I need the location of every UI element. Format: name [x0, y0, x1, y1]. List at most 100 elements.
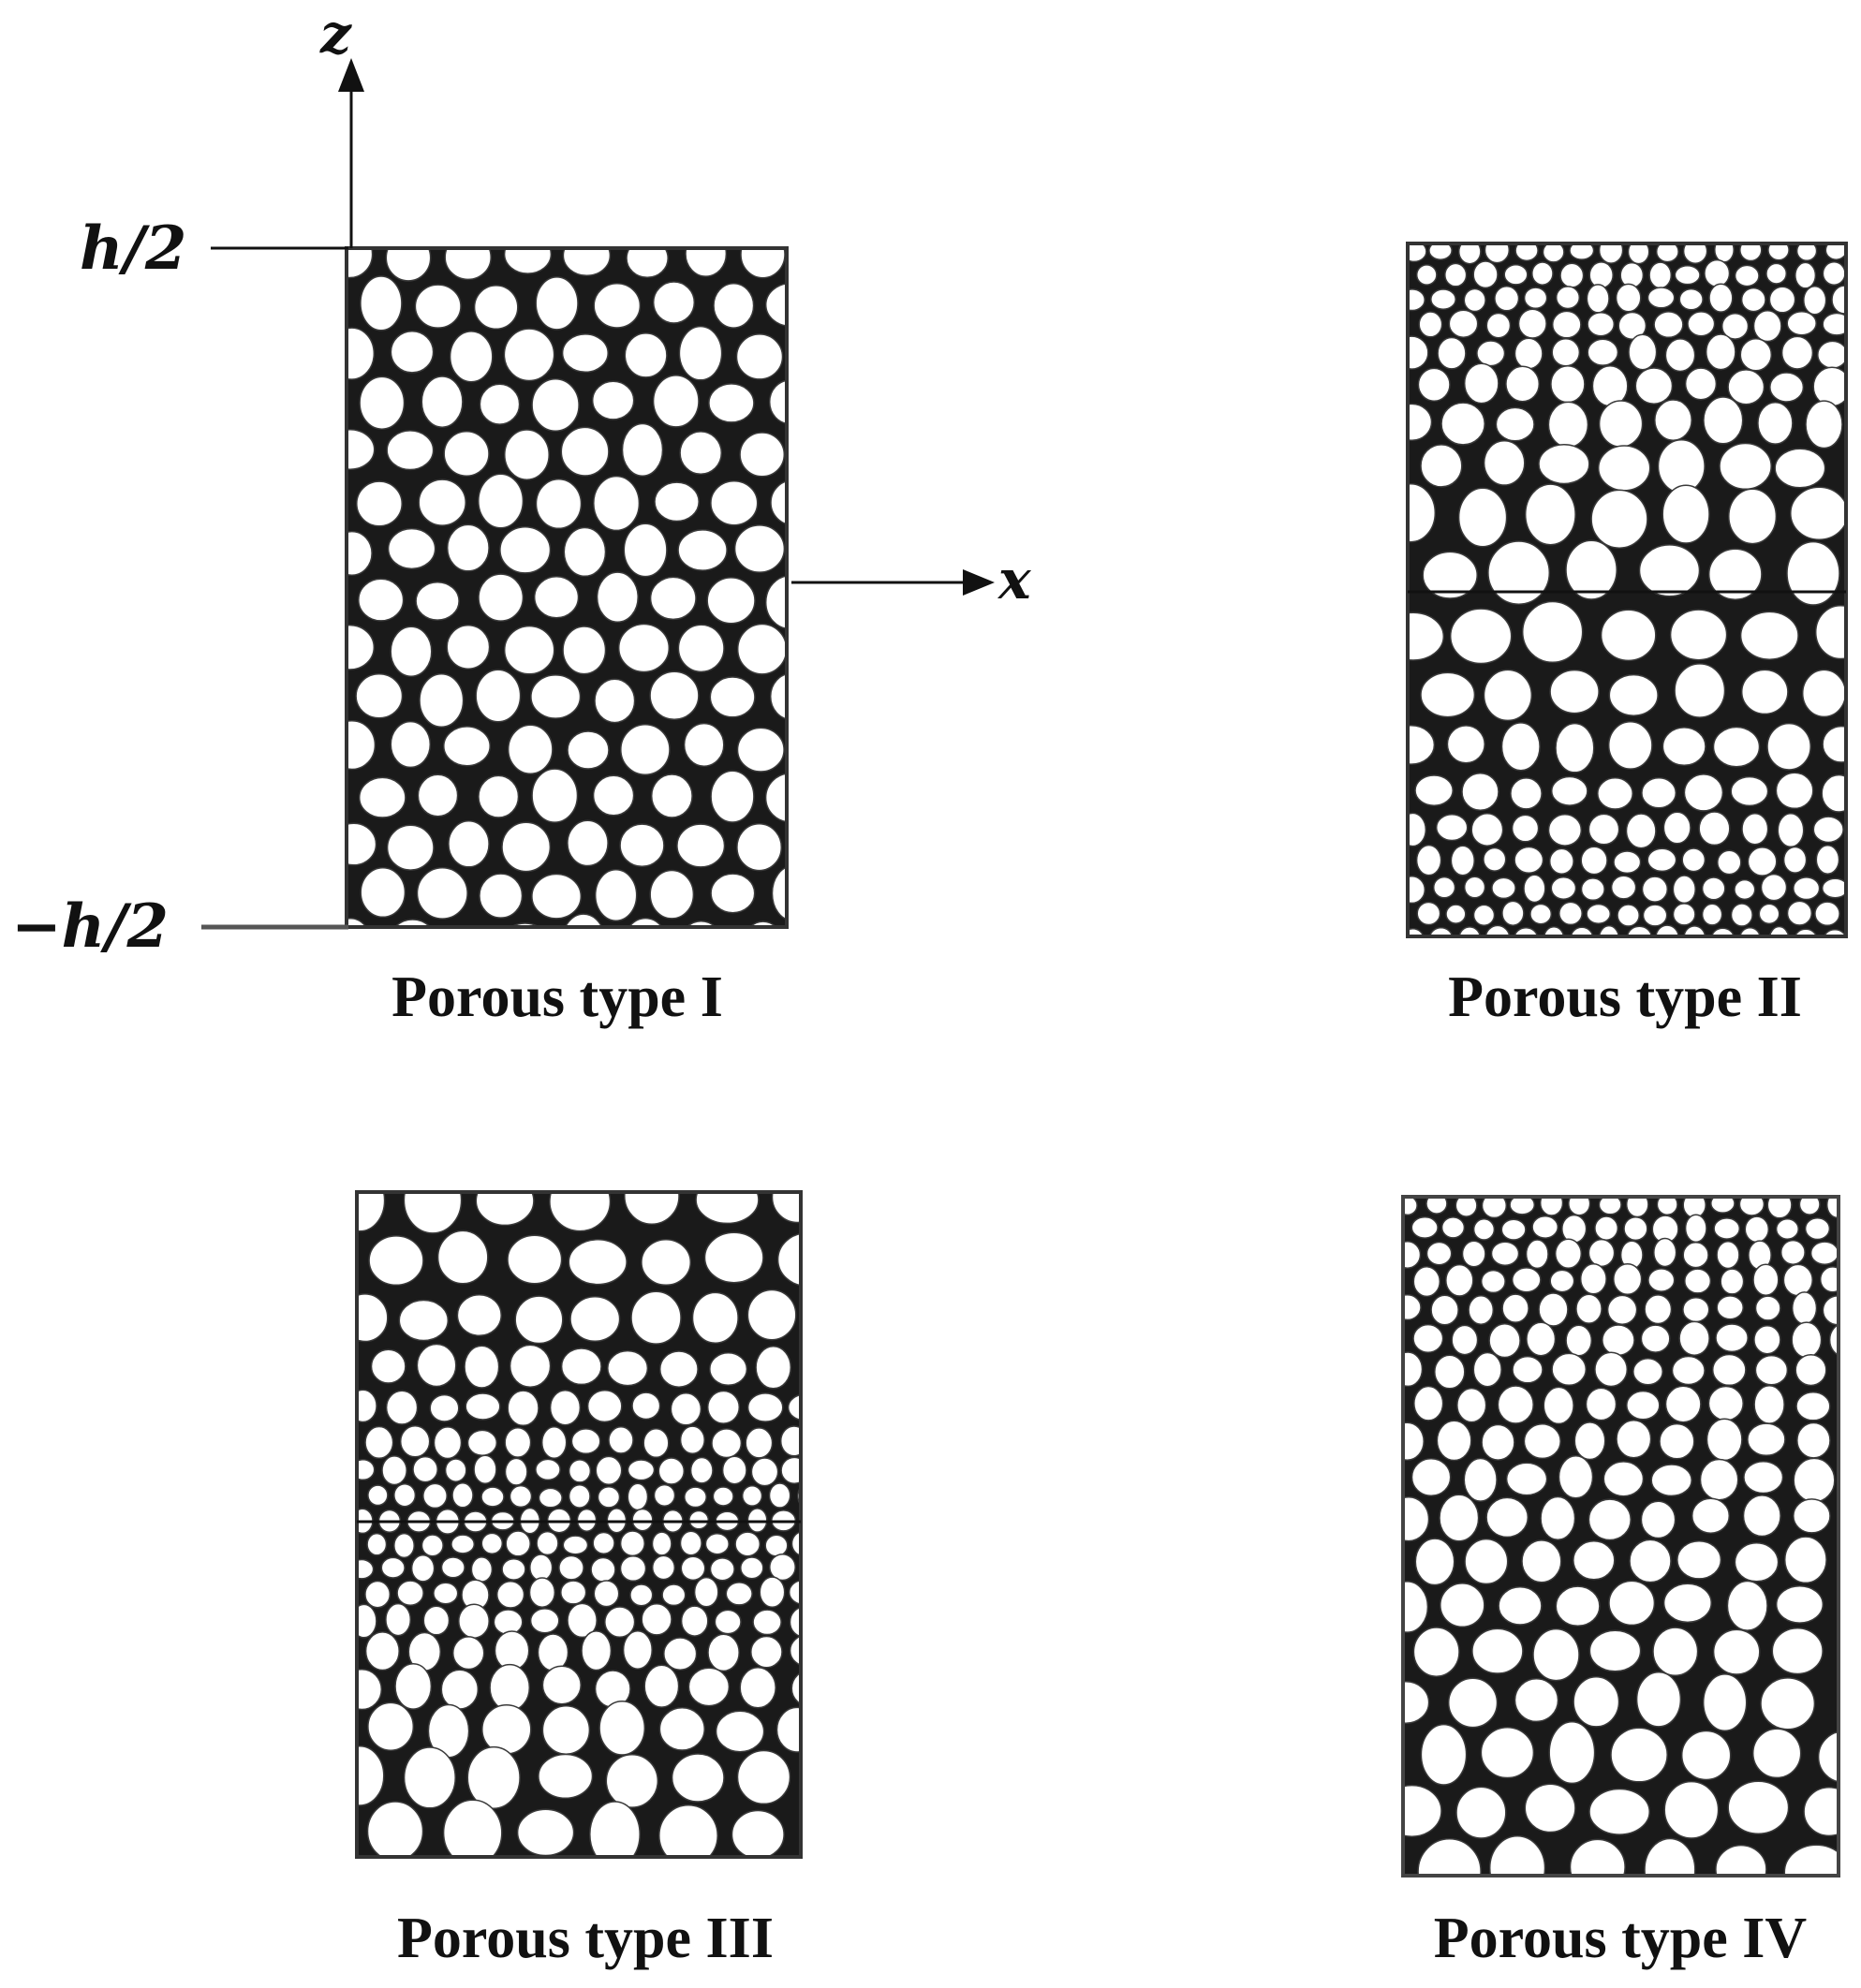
pore-4: [1512, 1355, 1543, 1384]
pore-2: [1521, 600, 1584, 664]
pore-2: [1476, 340, 1506, 367]
pore-4: [1588, 1788, 1650, 1835]
pore-2: [1634, 367, 1674, 405]
pore-1: [620, 723, 671, 776]
pore-4: [1436, 1420, 1472, 1462]
pore-3: [734, 1531, 761, 1557]
pore-2: [1449, 608, 1513, 665]
pore-1: [446, 625, 491, 670]
pore-2: [1758, 903, 1780, 925]
pore-3: [568, 1239, 628, 1286]
pore-4: [1505, 1462, 1548, 1496]
pore-3: [739, 1667, 776, 1709]
pore-4: [1558, 1455, 1594, 1499]
pore-2: [1638, 544, 1701, 597]
pore-4: [1588, 1629, 1642, 1672]
pore-1: [415, 581, 460, 621]
pore-3: [627, 1482, 649, 1511]
pore-3: [473, 1454, 497, 1484]
pore-3: [787, 1393, 801, 1421]
pore-1: [499, 525, 552, 574]
pore-3: [440, 1556, 465, 1579]
pore-2: [1698, 811, 1731, 847]
pore-2: [1767, 243, 1790, 261]
pore-4: [1706, 1418, 1743, 1462]
pore-1: [652, 281, 696, 324]
pore-1: [764, 575, 787, 630]
pore-4: [1678, 1320, 1710, 1356]
pore-4: [1663, 1780, 1720, 1839]
pore-2: [1408, 927, 1425, 936]
pore-3: [444, 1458, 467, 1482]
pore-3: [357, 1458, 376, 1481]
pore-1: [358, 776, 406, 818]
pore-4: [1573, 1675, 1620, 1728]
pore-2: [1408, 335, 1429, 370]
pore-3: [538, 1753, 594, 1800]
pore-3: [789, 1606, 801, 1638]
x-axis-arrowhead: [963, 569, 995, 596]
pore-1: [443, 726, 491, 767]
pore-4: [1480, 1726, 1535, 1779]
pore-3: [470, 1556, 494, 1583]
pore-1: [386, 430, 435, 471]
pore-2: [1730, 775, 1769, 807]
pore-3: [528, 1577, 556, 1608]
pore-3: [465, 1392, 501, 1421]
pore-1: [503, 328, 555, 382]
pore-3: [689, 1456, 714, 1484]
pore-3: [597, 1485, 621, 1509]
pore-4: [1594, 1351, 1629, 1388]
pore-2: [1684, 367, 1718, 401]
pore-2: [1408, 812, 1427, 847]
pore-4: [1548, 1721, 1596, 1785]
pore-2: [1739, 338, 1773, 372]
pore-4: [1403, 1681, 1430, 1724]
pore-3: [429, 1393, 460, 1422]
pore-3: [364, 1580, 391, 1609]
pore-2: [1586, 903, 1612, 924]
pore-3: [516, 1808, 575, 1857]
pore-3: [357, 1745, 385, 1806]
pore-4: [1635, 1671, 1682, 1728]
pore-4: [1684, 1268, 1712, 1294]
pore-4: [1425, 1197, 1448, 1215]
pore-1: [626, 248, 669, 279]
pore-2: [1485, 312, 1512, 339]
pore-2: [1550, 775, 1588, 806]
pore-2: [1739, 243, 1763, 262]
pore-3: [568, 1459, 592, 1483]
pore-3: [631, 1392, 661, 1421]
pore-1: [683, 722, 725, 767]
pore-2: [1757, 401, 1794, 445]
pore-3: [779, 1425, 801, 1457]
pore-2: [1655, 243, 1679, 263]
pore-1: [355, 673, 404, 719]
pore-1: [449, 331, 494, 383]
pore-3: [630, 1290, 682, 1345]
pore-4: [1644, 1294, 1673, 1325]
pore-3: [450, 1534, 476, 1554]
pore-4: [1472, 1218, 1496, 1241]
pore-2: [1600, 609, 1657, 662]
pore-4: [1565, 1324, 1593, 1357]
pore-1: [510, 922, 540, 927]
pore-2: [1681, 847, 1706, 873]
pore-3: [714, 1609, 742, 1635]
pore-2: [1598, 924, 1620, 936]
pore-4: [1573, 1540, 1616, 1581]
pore-4: [1540, 1495, 1576, 1541]
pore-1: [347, 822, 377, 866]
pore-4: [1414, 1538, 1455, 1586]
pore-3: [558, 1554, 584, 1581]
pore-4: [1766, 1197, 1793, 1219]
pore-3: [481, 1703, 532, 1755]
pore-1: [710, 770, 755, 823]
pore-4: [1640, 1324, 1671, 1353]
pore-2: [1461, 772, 1499, 812]
pore-1: [475, 669, 522, 723]
pore-4: [1682, 1296, 1710, 1323]
pore-3: [663, 1637, 698, 1671]
pore-2: [1822, 725, 1846, 763]
pore-2: [1523, 874, 1546, 904]
